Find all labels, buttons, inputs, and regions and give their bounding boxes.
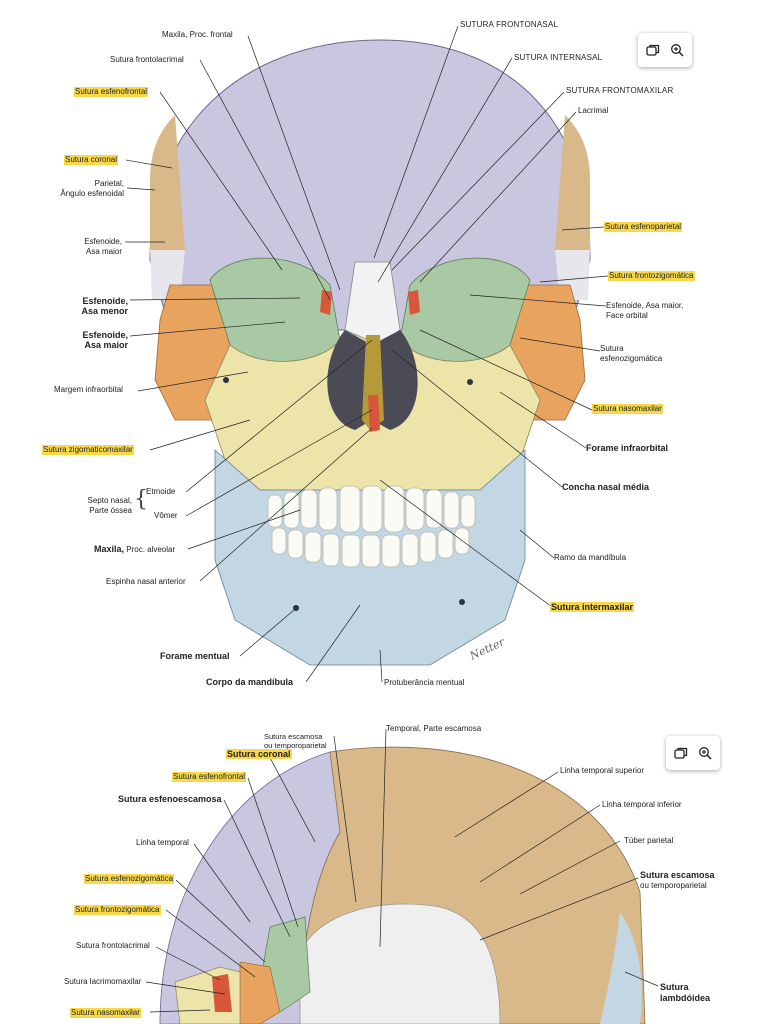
label-face-orbital-line1: Esfenoide, Asa maior, (606, 301, 684, 310)
label-sutura-frontonasal: SUTURA FRONTONASAL (460, 20, 559, 29)
label-ramo-da-mandibula: Ramo da mandíbula (554, 553, 627, 562)
label-sutura-esfenozigomatica-2: Sutura esfenozigomática (84, 874, 175, 884)
lateral-skull-figure: Sutura escamosa ou temporoparietal Sutur… (0, 712, 768, 1024)
label-proc-alveolar: Proc. alveolar (124, 545, 176, 554)
label-parietal-line2: Ângulo esfenoidal (60, 189, 124, 198)
gallery-button-2[interactable] (672, 744, 690, 762)
label-esfenoide-menor-line1: Esfenoide, (82, 296, 128, 306)
label-sutura-frontomaxilar: SUTURA FRONTOMAXILAR (566, 86, 674, 95)
label-escamosa-right-line1: Sutura escamosa (640, 870, 715, 880)
image-toolbar-2 (666, 736, 720, 770)
label-margem-infraorbital: Margem infraorbital (54, 385, 123, 394)
label-sutura-esfenofrontal: Sutura esfenofrontal (74, 87, 149, 97)
zoom-in-icon (671, 44, 684, 57)
label-esfenoide-face-orbital: Esfenoide, Asa maior, Face orbital (606, 301, 683, 321)
label-sutura-lacrimomaxilar: Sutura lacrimomaxilar (64, 977, 142, 986)
label-temporal-parte-escamosa: Temporal, Parte escamosa (386, 724, 482, 733)
label-sutura-frontolacrimal-2: Sutura frontolacrimal (76, 941, 150, 950)
label-sutura-escamosa-right: Sutura escamosa ou temporoparietal (640, 870, 715, 891)
label-esfenozigomatica-line2: esfenozigomática (600, 354, 663, 363)
label-protuberancia-mentual: Protuberância mentual (384, 678, 465, 687)
label-concha-nasal-media: Concha nasal média (562, 482, 650, 492)
label-sutura-esfenoparietal: Sutura esfenoparietal (604, 222, 683, 232)
label-septo-line1: Septo nasal, (87, 496, 132, 505)
label-vomer: Vômer (154, 511, 178, 520)
label-lacrimal: Lacrimal (578, 106, 609, 115)
label-sutura-esfenoescamosa: Sutura esfenoescamosa (118, 794, 222, 804)
label-esfenoide-asa-maior-bold: Esfenoide, Asa maior (50, 330, 128, 350)
label-espinha-nasal-anterior: Espinha nasal anterior (106, 577, 186, 586)
gallery-button[interactable] (644, 41, 662, 59)
label-sutura-intermaxilar: Sutura intermaxilar (550, 602, 635, 612)
label-sutura-frontolacrimal: Sutura frontolacrimal (110, 55, 184, 64)
label-sutura-coronal: Sutura coronal (64, 155, 119, 165)
label-escamosa-top-line2: ou temporoparietal (264, 741, 327, 750)
label-face-orbital-line2: Face orbital (606, 311, 648, 320)
label-esfenoide-line2: Asa maior (85, 247, 122, 256)
label-sutura-coronal-2: Sutura coronal (226, 749, 292, 759)
label-forame-infraorbital: Forame infraorbital (586, 443, 669, 453)
label-linha-temporal-inferior: Linha temporal inferior (602, 800, 682, 809)
label-sutura-frontozigomatica-2: Sutura frontozigomática (74, 905, 161, 915)
label-esfenoide-asa-menor-bold: Esfenoide, Asa menor (50, 296, 128, 316)
label-linha-temporal-superior: Linha temporal superior (560, 766, 645, 775)
label-sutura-zigomaticomaxilar: Sutura zigomaticomaxilar (42, 445, 134, 455)
label-escamosa-right-line2: ou temporoparietal (640, 881, 707, 890)
label-escamosa-top-line1: Sutura escamosa (264, 732, 323, 741)
brace-symbol: { (134, 487, 148, 512)
label-septo-line2: Parte óssea (89, 506, 132, 515)
label-esfenoide-menor-line2: Asa menor (81, 306, 128, 316)
label-tuber-parietal: Túber parietal (624, 836, 674, 845)
label-lambdoidea-line2: lambdóidea (660, 993, 711, 1003)
label-parietal-line1: Parietal, (94, 179, 124, 188)
label-sutura-escamosa-top: Sutura escamosa ou temporoparietal (264, 732, 327, 750)
label-sutura-nasomaxilar: Sutura nasomaxilar (592, 404, 663, 414)
lateral-skull-illustration (145, 728, 659, 1024)
zoom-in-icon (699, 747, 712, 760)
label-corpo-da-mandibula: Corpo da mandíbula (206, 677, 294, 687)
zoom-in-button-2[interactable] (696, 744, 714, 762)
label-lambdoidea-line1: Sutura (660, 982, 689, 992)
label-linha-temporal: Linha temporal (136, 838, 189, 847)
label-sutura-lambdoidea: Sutura lambdóidea (660, 982, 710, 1004)
label-parietal-angulo: Parietal, Ângulo esfenoidal (48, 179, 124, 199)
label-esfenoide-maior-line1: Esfenoide, (82, 330, 128, 340)
label-sutura-frontozigomatica: Sutura frontozigomática (608, 271, 695, 281)
anterior-skull-illustration: Netter (125, 25, 609, 683)
label-sutura-internasal: SUTURA INTERNASAL (514, 53, 603, 62)
zoom-in-button[interactable] (668, 41, 686, 59)
label-maxila-proc-frontal: Maxila, Proc. frontal (162, 30, 233, 39)
label-sutura-nasomaxilar-2: Sutura nasomaxilar (70, 1008, 141, 1018)
label-maxila-proc-alveolar: Maxila, Proc. alveolar (94, 544, 175, 555)
label-sutura-esfenofrontal-2: Sutura esfenofrontal (172, 772, 247, 782)
label-maxila-bold: Maxila, (94, 544, 125, 554)
label-forame-mentual: Forame mentual (160, 651, 230, 661)
label-sutura-esfenozigomatica: Sutura esfenozigomática (600, 344, 662, 364)
gallery-icon (646, 44, 660, 56)
label-esfenozigomatica-line1: Sutura (600, 344, 624, 353)
label-esfenoide-asa-maior: Esfenoide, Asa maior (50, 237, 122, 257)
gallery-icon (674, 747, 688, 759)
image-toolbar (638, 33, 692, 67)
label-esfenoide-maior-line2: Asa maior (84, 340, 128, 350)
label-septo-nasal: Septo nasal, Parte óssea (70, 496, 132, 516)
label-esfenoide-line1: Esfenoide, (84, 237, 122, 246)
anterior-skull-figure: Netter Maxila, Proc. frontal Sutura fron… (42, 20, 695, 687)
label-etmoide: Etmoide (146, 487, 176, 496)
